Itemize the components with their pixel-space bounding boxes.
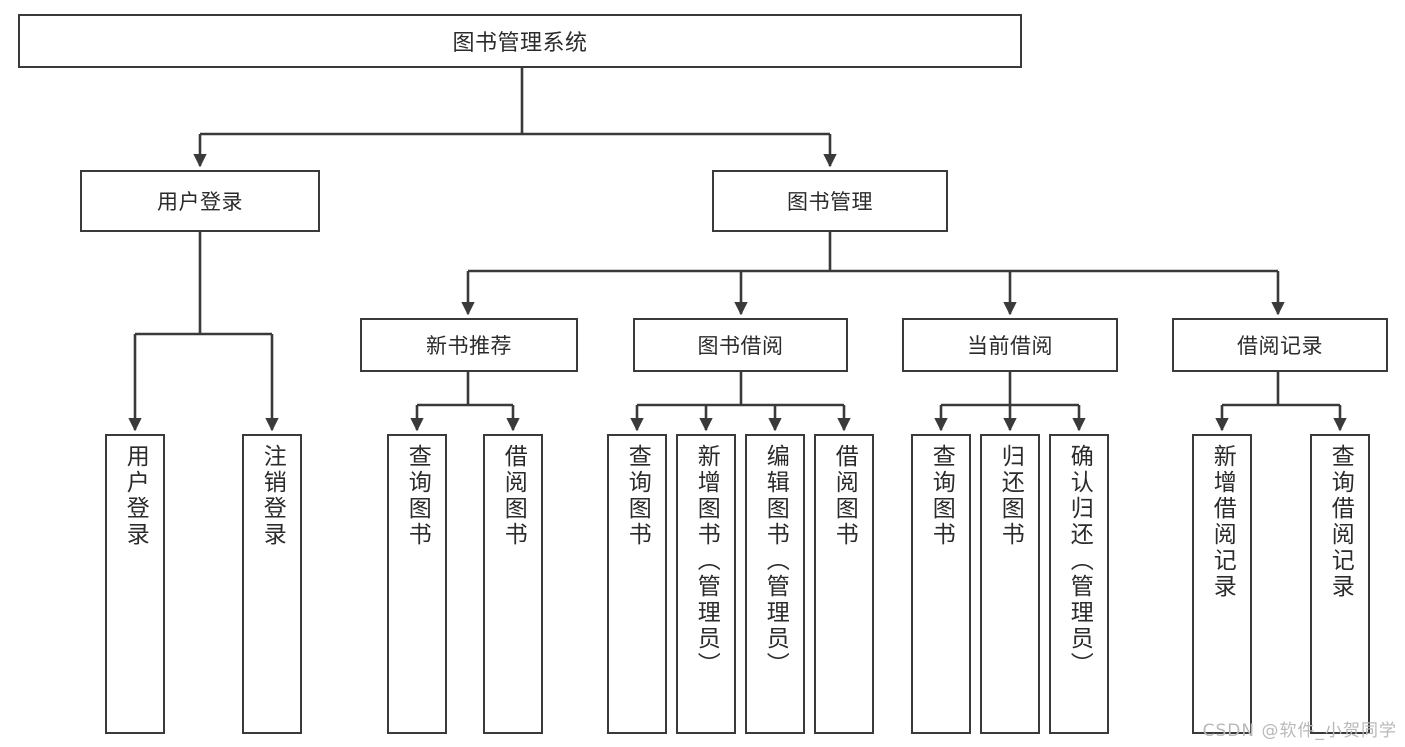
- leaf-label: 借阅图书: [831, 444, 858, 548]
- node-label: 图书借阅: [697, 334, 784, 358]
- node-label: 新书推荐: [426, 334, 512, 358]
- node-book-borrow[interactable]: 图书借阅: [633, 318, 848, 372]
- node-book-management[interactable]: 图书管理: [712, 170, 948, 232]
- leaf-label: 新增借阅记录: [1209, 444, 1236, 600]
- leaf-label: 借阅图书: [500, 444, 527, 548]
- leaf-add-borrow-record[interactable]: 新增借阅记录: [1192, 434, 1252, 734]
- leaf-query-book-recommend[interactable]: 查询图书: [387, 434, 447, 734]
- leaf-label: 用户登录: [122, 444, 149, 548]
- node-label: 图书管理系统: [452, 31, 588, 56]
- node-label: 图书管理: [787, 190, 873, 214]
- node-user-login[interactable]: 用户登录: [80, 170, 320, 232]
- leaf-label: 确认归还（管理员）: [1066, 444, 1093, 678]
- leaf-add-book-admin[interactable]: 新增图书（管理员）: [676, 434, 736, 734]
- leaf-confirm-return-admin[interactable]: 确认归还（管理员）: [1049, 434, 1109, 734]
- leaf-query-book-current[interactable]: 查询图书: [911, 434, 971, 734]
- leaf-label: 编辑图书（管理员）: [762, 444, 789, 678]
- node-label: 当前借阅: [967, 334, 1053, 358]
- leaf-borrow-book-recommend[interactable]: 借阅图书: [483, 434, 543, 734]
- leaf-return-book[interactable]: 归还图书: [980, 434, 1040, 734]
- leaf-query-borrow-record[interactable]: 查询借阅记录: [1310, 434, 1370, 734]
- node-label: 用户登录: [157, 190, 243, 214]
- leaf-label: 注销登录: [259, 444, 286, 548]
- leaf-label: 查询图书: [624, 444, 651, 548]
- leaf-query-book[interactable]: 查询图书: [607, 434, 667, 734]
- node-borrow-record[interactable]: 借阅记录: [1172, 318, 1388, 372]
- leaf-label: 查询图书: [928, 444, 955, 548]
- leaf-edit-book-admin[interactable]: 编辑图书（管理员）: [745, 434, 805, 734]
- watermark-text: CSDN @软件_小贺同学: [1202, 721, 1397, 741]
- node-root-book-management-system[interactable]: 图书管理系统: [18, 14, 1022, 68]
- leaf-label: 查询图书: [404, 444, 431, 548]
- node-label: 借阅记录: [1237, 334, 1323, 358]
- leaf-logout[interactable]: 注销登录: [242, 434, 302, 734]
- leaf-user-login[interactable]: 用户登录: [105, 434, 165, 734]
- leaf-label: 归还图书: [997, 444, 1024, 548]
- leaf-label: 查询借阅记录: [1327, 444, 1354, 600]
- leaf-label: 新增图书（管理员）: [693, 444, 720, 678]
- node-new-book-recommend[interactable]: 新书推荐: [360, 318, 578, 372]
- leaf-borrow-book[interactable]: 借阅图书: [814, 434, 874, 734]
- node-current-borrow[interactable]: 当前借阅: [902, 318, 1118, 372]
